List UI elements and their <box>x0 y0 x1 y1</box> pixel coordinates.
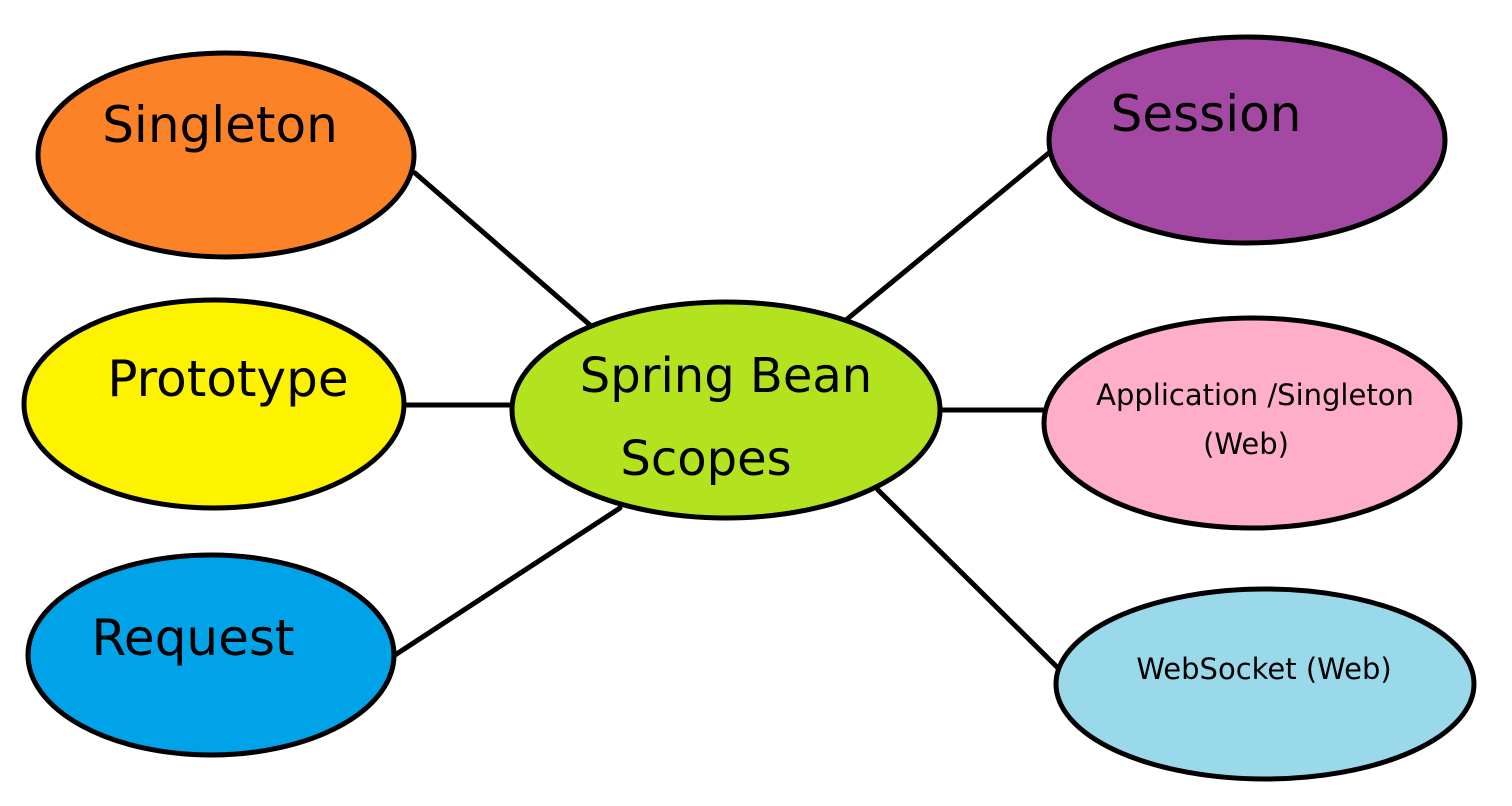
scope-singleton-node: Singleton <box>35 50 417 260</box>
scope-prototype-bubble <box>21 297 407 511</box>
scope-websocket-bubble <box>1053 586 1477 782</box>
scope-request-node: Request <box>25 552 397 758</box>
scope-singleton-bubble <box>35 50 417 260</box>
scope-application-label-line-2: (Web) <box>1203 427 1289 461</box>
scope-session-bubble <box>1046 34 1448 246</box>
connector-singleton <box>412 170 593 328</box>
center-title-line-1: Spring Bean <box>580 348 872 404</box>
scope-session-node: Session <box>1046 34 1448 246</box>
center-title-line-2: Scopes <box>620 431 791 487</box>
connector-websocket <box>875 487 1061 671</box>
scope-request-bubble <box>25 552 397 758</box>
scope-request-label: Request <box>91 609 294 667</box>
scope-application-label-line-1: Application /Singleton <box>1096 378 1414 412</box>
scope-application-bubble <box>1041 315 1463 531</box>
scope-websocket-label: WebSocket (Web) <box>1136 652 1391 686</box>
scope-singleton-label: Singleton <box>102 96 338 154</box>
connectors <box>392 149 1061 671</box>
center-node: Spring Bean Scopes <box>509 299 943 521</box>
scope-session-label: Session <box>1111 85 1302 143</box>
center-bubble <box>509 299 943 521</box>
connector-request <box>392 505 623 658</box>
connector-session <box>843 149 1053 323</box>
scope-application-node: Application /Singleton (Web) <box>1041 315 1463 531</box>
scope-websocket-node: WebSocket (Web) <box>1053 586 1477 782</box>
scope-prototype-node: Prototype <box>21 297 407 511</box>
scope-prototype-label: Prototype <box>107 350 348 408</box>
